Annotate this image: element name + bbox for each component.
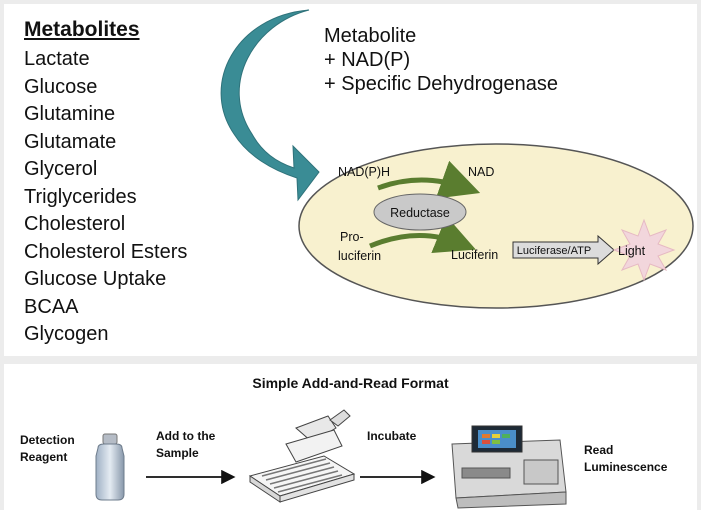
teal-curved-arrow [220,9,320,202]
luminometer-icon [451,425,567,509]
light-label: Light [618,244,646,258]
metabolite-item: Glutamate [24,130,117,153]
reaction-metabolite: Metabolite [324,25,417,47]
reductase-label: Reductase [390,206,450,220]
nadph-label: NAD(P)H [338,165,390,179]
add-sample-label: Add to the Sample [156,428,215,462]
metabolite-item: Glycerol [24,158,98,180]
metabolite-item: Glycogen [24,323,109,345]
reaction-dehydrogenase: + Specific Dehydrogenase [324,73,559,95]
nadph-to-nad-arrow [377,160,481,199]
read-label-line2: Luminescence [584,460,668,474]
add-label-line1: Add to the [156,429,216,443]
metabolite-panel: Metabolites Lactate Glucose Glutamine Gl… [4,4,697,356]
reaction-nadp: + NAD(P) [324,49,411,71]
proluciferin-label-2: luciferin [338,249,381,263]
reaction-diagram: Reductase NAD(P)H NAD Pro- luciferin Luc… [220,9,694,309]
cell-ellipse [298,143,694,309]
reaction-equation: Metabolite + NAD(P) + Specific Dehydroge… [324,24,558,96]
detection-label-line1: Detection [20,433,75,447]
read-label-line1: Read [584,443,614,457]
metabolite-item: BCAA [24,295,79,318]
reductase-ellipse [373,193,467,231]
light-burst-icon [612,218,676,282]
metabolite-item: Glucose [24,75,98,98]
luciferase-label: Luciferase/ATP [517,245,591,257]
luciferase-arrow-box [512,234,615,266]
add-label-line2: Sample [156,446,199,460]
metabolite-item: Triglycerides [24,185,137,208]
metabolites-list: Lactate Glucose Glutamine Glutamate Glyc… [24,46,187,349]
metabolite-item: Glutamine [24,103,116,125]
proluciferin-to-luciferin-arrow [369,216,476,254]
nad-label: NAD [468,165,494,179]
metabolite-item: Cholesterol [24,213,126,235]
metabolite-item: Glucose Uptake [24,268,167,290]
read-luminescence-label: Read Luminescence [584,442,667,476]
proluciferin-label-1: Pro- [340,230,364,244]
luciferin-label: Luciferin [451,248,498,262]
metabolites-heading: Metabolites [24,18,140,41]
incubate-label: Incubate [367,429,417,443]
workflow-title: Simple Add-and-Read Format [252,375,449,391]
detection-label-line2: Reagent [20,450,68,464]
pipette-plate-icon [248,409,356,503]
reagent-bottle-icon [95,433,125,501]
metabolite-item: Cholesterol Esters [24,240,188,263]
workflow-panel: Simple Add-and-Read Format Detection Rea… [4,364,697,510]
metabolite-item: Lactate [24,48,90,70]
detection-reagent-label: Detection Reagent [20,432,75,466]
workflow-diagram [95,409,567,509]
